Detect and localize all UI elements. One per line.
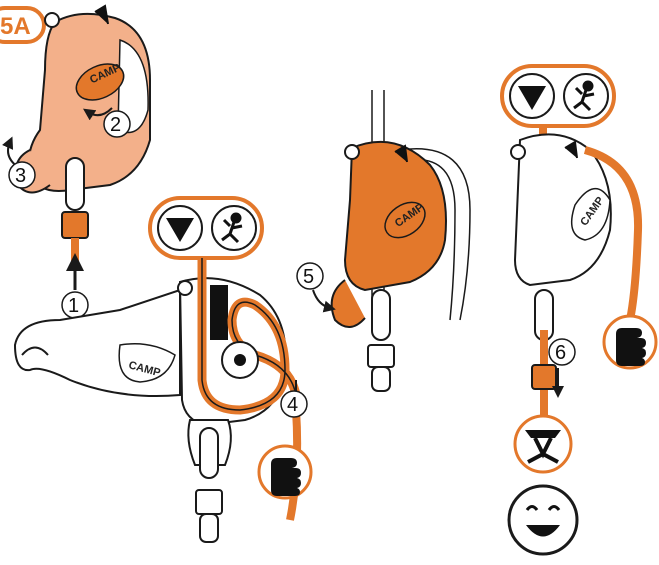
- step-badge: 5A: [0, 6, 46, 44]
- step-5-label: 5: [303, 266, 314, 288]
- step-3-marker: 3: [8, 161, 36, 189]
- badge-label: 5A: [0, 13, 31, 40]
- panel-loaded: CAMP 6: [500, 64, 658, 556]
- step-4-marker: 4: [280, 390, 308, 418]
- step-5-marker: 5: [296, 262, 324, 290]
- panel-open-device: 5A CAMP 3 2 1: [0, 4, 151, 319]
- smiley-face-icon: [507, 484, 579, 556]
- icon-pill-b: [148, 196, 264, 260]
- harness-icon: [513, 414, 573, 474]
- panel-closed-device: CAMP 5: [296, 90, 471, 392]
- step-3-label: 3: [15, 165, 26, 187]
- carabiner-icon: [65, 157, 85, 211]
- step-6-marker: 6: [548, 338, 576, 366]
- step-6-label: 6: [555, 342, 566, 364]
- step-1-label: 1: [68, 295, 79, 317]
- gloved-hand-icon-2: [602, 314, 658, 370]
- step-4-label: 4: [287, 394, 298, 416]
- icon-pill-d: [500, 64, 616, 128]
- warning-triangle-icon: [166, 218, 194, 242]
- step-2-marker: 2: [103, 110, 131, 138]
- panel-insert-rope: CAMP 4: [13, 196, 313, 543]
- step-2-label: 2: [110, 114, 121, 136]
- climber-icon: [221, 212, 243, 244]
- gloved-hand-icon: [257, 444, 313, 500]
- step-1-marker: 1: [61, 291, 89, 319]
